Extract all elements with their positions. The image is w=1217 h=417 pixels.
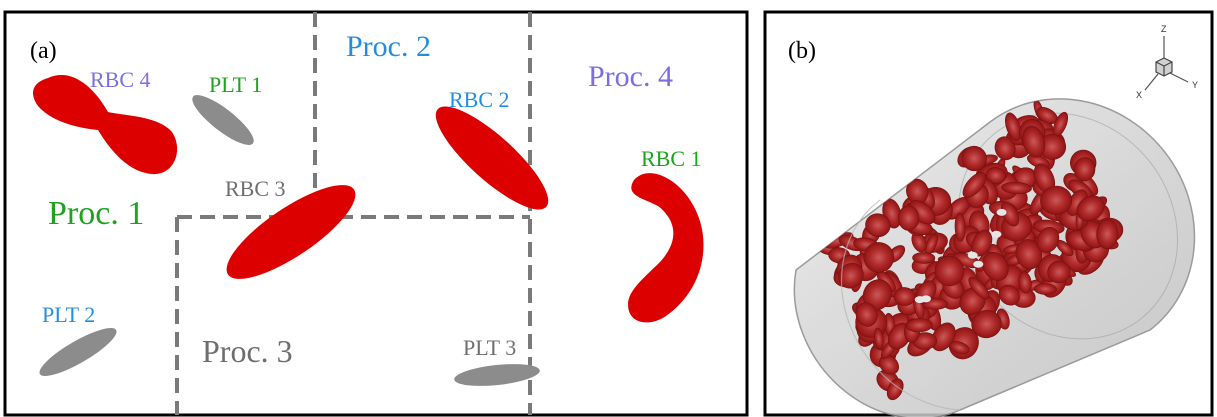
rbc-3-shape bbox=[226, 185, 356, 279]
red-blood-cell bbox=[985, 167, 1007, 184]
red-blood-cell bbox=[897, 205, 920, 231]
red-blood-cell bbox=[912, 252, 936, 264]
cylinder-front-rim bbox=[840, 199, 961, 411]
red-blood-cell bbox=[874, 327, 884, 350]
rbc-3-label: RBC 3 bbox=[225, 176, 286, 201]
rbc-2-label: RBC 2 bbox=[449, 87, 510, 112]
red-blood-cell bbox=[886, 378, 904, 401]
plt-2-label: PLT 2 bbox=[42, 302, 95, 327]
red-blood-cell bbox=[961, 145, 987, 172]
red-blood-cell bbox=[949, 341, 970, 355]
plt-1-label: PLT 1 bbox=[209, 72, 262, 97]
red-blood-cell bbox=[934, 255, 965, 287]
red-blood-cell bbox=[962, 172, 987, 198]
x-axis-label: X bbox=[1136, 90, 1142, 100]
red-blood-cell bbox=[1036, 226, 1060, 253]
proc-1-label: Proc. 1 bbox=[48, 195, 144, 232]
red-blood-cell bbox=[1005, 112, 1022, 141]
rbc-2-shape bbox=[435, 106, 549, 210]
proc-4-label: Proc. 4 bbox=[588, 60, 673, 93]
plt-3-label: PLT 3 bbox=[463, 335, 516, 360]
rbc-4-shape bbox=[33, 75, 178, 175]
rbc-cluster bbox=[815, 99, 1124, 401]
red-blood-cell bbox=[968, 276, 990, 300]
orientation-axes bbox=[1144, 36, 1189, 91]
platelet bbox=[967, 251, 978, 259]
y-axis-line bbox=[1167, 71, 1189, 83]
panel-b-tag: (b) bbox=[788, 38, 816, 64]
proc-3-label: Proc. 3 bbox=[202, 333, 293, 369]
plt-1-shape bbox=[192, 95, 254, 145]
red-blood-cell bbox=[855, 302, 878, 327]
red-blood-cell bbox=[865, 213, 891, 238]
red-blood-cell bbox=[1000, 201, 1020, 227]
platelet bbox=[921, 295, 931, 303]
platelet bbox=[973, 260, 984, 268]
red-blood-cell bbox=[954, 212, 966, 242]
red-blood-cell bbox=[1001, 181, 1032, 195]
plt-2-shape bbox=[39, 328, 117, 376]
red-blood-cell bbox=[998, 284, 1020, 306]
red-blood-cell bbox=[971, 310, 1002, 339]
red-blood-cell bbox=[1018, 271, 1032, 294]
x-axis-line bbox=[1144, 73, 1159, 91]
y-axis-label: Y bbox=[1192, 80, 1198, 90]
red-blood-cell bbox=[1096, 219, 1119, 249]
processor-boundaries bbox=[175, 12, 532, 415]
red-blood-cell bbox=[879, 354, 899, 375]
red-blood-cell bbox=[905, 318, 933, 333]
red-blood-cell bbox=[1073, 157, 1096, 182]
proc-2-label: Proc. 2 bbox=[346, 30, 431, 63]
rbc-1-shape bbox=[628, 173, 704, 323]
platelet bbox=[996, 208, 1007, 216]
rbc-4-label: RBC 4 bbox=[90, 67, 151, 92]
plt-3-shape bbox=[454, 364, 540, 386]
red-blood-cell bbox=[1033, 283, 1057, 295]
panel-b: (b) Z Y X bbox=[763, 10, 1214, 417]
red-blood-cell bbox=[1040, 185, 1073, 215]
red-blood-cell bbox=[994, 136, 1016, 161]
panel-a: (a) Proc. 2 Proc. 4 Proc. 1 Proc. 3 RBC … bbox=[3, 10, 749, 417]
z-axis-label: Z bbox=[1161, 24, 1167, 34]
red-blood-cell bbox=[982, 251, 1009, 281]
rbc-1-label: RBC 1 bbox=[641, 146, 702, 171]
red-blood-cell bbox=[863, 242, 895, 273]
panel-a-tag: (a) bbox=[30, 38, 57, 64]
panel-a-frame bbox=[3, 10, 749, 417]
red-blood-cell bbox=[1022, 125, 1046, 158]
red-blood-cell bbox=[1047, 260, 1071, 284]
red-blood-cell bbox=[1076, 195, 1105, 222]
red-blood-cell bbox=[893, 287, 916, 306]
platelet bbox=[991, 230, 1002, 238]
